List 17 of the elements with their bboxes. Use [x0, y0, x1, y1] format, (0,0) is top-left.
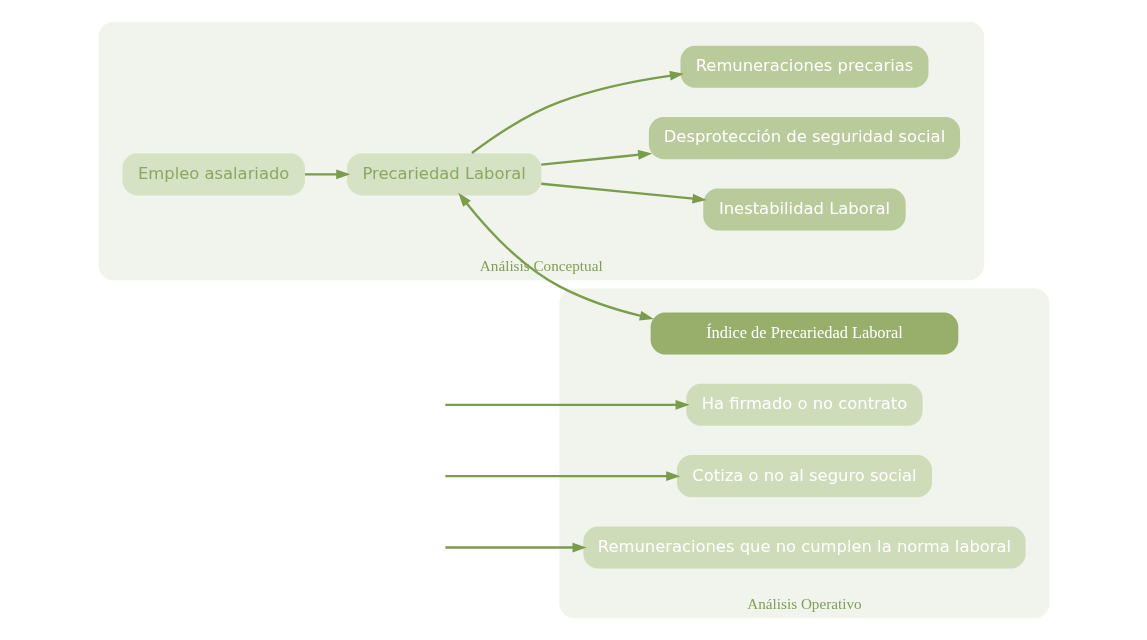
- node-box: Remuneraciones que no cumplen la norma laboral: [582, 526, 1026, 569]
- node-box: Cotiza o no al seguro social: [676, 455, 932, 498]
- arrow: [444, 542, 587, 553]
- node-box: Ha firmado o no contrato: [685, 383, 923, 426]
- arrow: [540, 149, 652, 166]
- arrow: [457, 192, 654, 321]
- node-box: Remuneraciones precarias: [679, 45, 928, 88]
- arrow: [304, 169, 350, 180]
- node-box: Desprotección de seguridad social: [648, 117, 960, 160]
- node-box: Empleo asalariado: [121, 153, 305, 196]
- arrow: [470, 70, 684, 154]
- node-box: Inestabilidad Laboral: [702, 188, 906, 231]
- node-box: Precariedad Laboral: [346, 153, 541, 196]
- node-box: Índice de Precariedad Laboral: [650, 312, 958, 355]
- arrow: [444, 471, 680, 482]
- arrow: [444, 399, 690, 410]
- arrow: [540, 182, 707, 204]
